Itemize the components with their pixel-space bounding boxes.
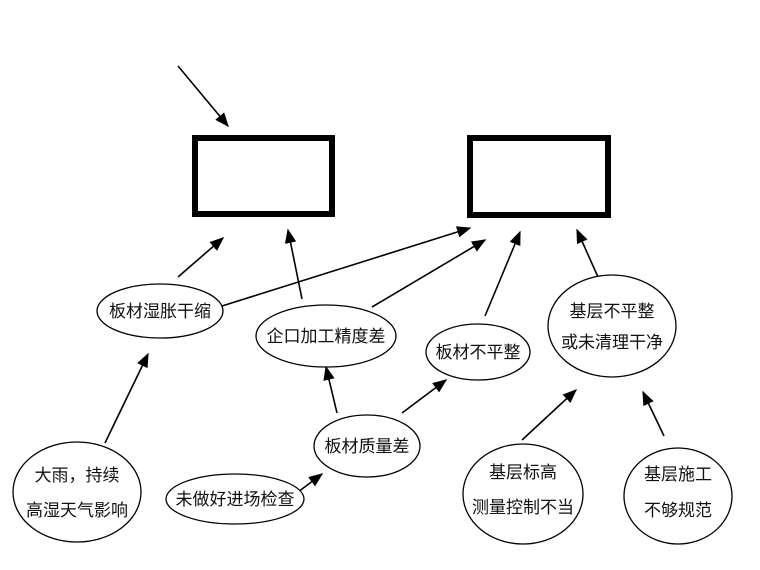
arrow-entry xyxy=(177,65,229,128)
arrow-construction-to-base-uneven xyxy=(642,390,665,437)
node-board-uneven-label: 板材不平整 xyxy=(436,343,521,363)
arrows xyxy=(104,65,665,493)
arrow-tongue-groove-to-right-box xyxy=(371,239,487,308)
result-box-right xyxy=(467,135,611,218)
arrow-swelling-to-right-box xyxy=(221,226,472,307)
node-board-uneven: 板材不平整 xyxy=(425,323,531,381)
node-construction: 基层施工 不够规范 xyxy=(623,447,733,545)
node-weather-line-1: 大雨，持续 xyxy=(35,466,120,486)
result-box-left xyxy=(192,135,335,217)
arrow-board-quality-to-tongue-groove xyxy=(323,365,338,414)
node-swelling-label: 板材湿胀干缩 xyxy=(109,302,211,322)
arrow-base-uneven-to-right-box xyxy=(576,228,599,278)
arrow-elevation-to-base-uneven xyxy=(521,389,578,441)
node-elevation-line-1: 基层标高 xyxy=(489,463,557,483)
node-construction-line-2: 不够规范 xyxy=(644,501,712,521)
node-board-quality: 板材质量差 xyxy=(313,414,421,478)
node-tongue-groove: 企口加工精度差 xyxy=(255,304,397,368)
arrow-swelling-to-left-box xyxy=(177,237,225,278)
node-tongue-groove-label: 企口加工精度差 xyxy=(267,327,386,347)
node-base-uneven-line-2: 或未清理干净 xyxy=(561,333,663,353)
arrow-tongue-groove-to-left-box xyxy=(284,228,303,300)
node-weather-line-2: 高湿天气影响 xyxy=(26,501,128,521)
node-construction-line-1: 基层施工 xyxy=(644,465,712,485)
node-no-inspection-label: 未做好进场检查 xyxy=(176,490,295,510)
arrow-weather-to-swelling xyxy=(104,352,149,444)
arrow-board-quality-to-board-uneven xyxy=(401,379,448,414)
node-board-quality-label: 板材质量差 xyxy=(325,437,410,457)
node-no-inspection: 未做好进场检查 xyxy=(165,473,305,525)
arrow-no-inspection-to-board-quality xyxy=(297,473,324,493)
node-elevation: 基层标高 测量控制不当 xyxy=(462,443,584,545)
node-base-uneven-line-1: 基层不平整 xyxy=(570,302,655,322)
node-swelling: 板材湿胀干缩 xyxy=(96,283,224,339)
node-base-uneven: 基层不平整 或未清理干净 xyxy=(547,274,677,378)
node-elevation-line-2: 测量控制不当 xyxy=(472,498,574,518)
node-weather: 大雨，持续 高湿天气影响 xyxy=(12,441,142,543)
arrow-board-uneven-to-right-box xyxy=(484,230,521,317)
